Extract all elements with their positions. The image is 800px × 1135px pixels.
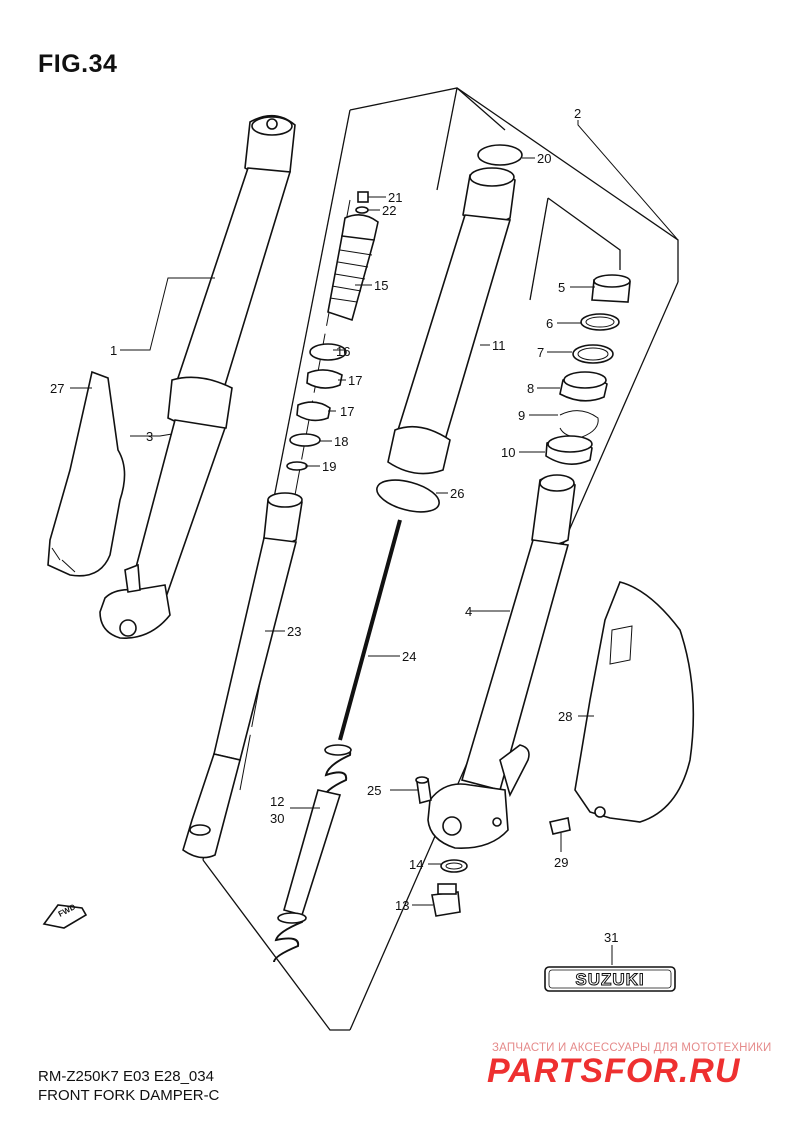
- callout-19: 19: [322, 459, 336, 474]
- callout-9: 9: [518, 408, 525, 423]
- callout-16: 16: [336, 344, 350, 359]
- callout-31: 31: [604, 930, 618, 945]
- suzuki-emblem-text: SUZUKI: [575, 970, 644, 989]
- callout-3: 3: [146, 429, 153, 444]
- callout-13: 13: [395, 898, 409, 913]
- outer-fork-assembly: [99, 114, 296, 639]
- drain-bolts: [415, 776, 468, 917]
- callout-5: 5: [558, 280, 565, 295]
- callout-24: 24: [402, 649, 416, 664]
- oring-and-rod: [338, 479, 440, 741]
- callout-25: 25: [367, 783, 381, 798]
- callout-21: 21: [388, 190, 402, 205]
- callout-15: 15: [374, 278, 388, 293]
- section-name: FRONT FORK DAMPER-C: [38, 1087, 220, 1104]
- callout-1: 1: [110, 343, 117, 358]
- callout-14: 14: [409, 857, 423, 872]
- callout-20: 20: [537, 151, 551, 166]
- callout-4: 4: [465, 604, 472, 619]
- callout-6: 6: [546, 316, 553, 331]
- damper-rings: [286, 343, 347, 471]
- right-fork-guard: [549, 581, 695, 835]
- watermark-tagline: ЗАПЧАСТИ И АКСЕССУАРЫ ДЛЯ МОТОТЕХНИКИ: [492, 1042, 772, 1054]
- damper-cap-assembly: [327, 191, 379, 322]
- callout-17a: 17: [348, 373, 362, 388]
- callout-23: 23: [287, 624, 301, 639]
- callout-7: 7: [537, 345, 544, 360]
- callout-10: 10: [501, 445, 515, 460]
- left-fork-guard: [47, 370, 126, 577]
- inner-fork-tube: [387, 144, 523, 475]
- fork-springs: [273, 744, 352, 963]
- callout-11: 11: [492, 338, 506, 353]
- watermark-logo: PARTSFOR.RU: [487, 1052, 741, 1090]
- callout-27: 27: [50, 381, 64, 396]
- callout-labels: 1 2 3 4 5 6 7 8 9 10 11 12 30 13 14 15 1…: [50, 106, 618, 945]
- seal-bushing-stack: [545, 274, 631, 465]
- callout-29: 29: [554, 855, 568, 870]
- callout-leaders: [70, 120, 679, 965]
- model-code: RM-Z250K7 E03 E28_034: [38, 1068, 214, 1085]
- callout-8: 8: [527, 381, 534, 396]
- axle-bracket-tube: [427, 474, 576, 849]
- damper-cartridge: [182, 492, 303, 859]
- callout-2: 2: [574, 106, 581, 121]
- callout-18: 18: [334, 434, 348, 449]
- callout-28: 28: [558, 709, 572, 724]
- figure-title: FIG.34: [38, 50, 118, 78]
- callout-30: 30: [270, 811, 284, 826]
- callout-22: 22: [382, 203, 396, 218]
- callout-17b: 17: [340, 404, 354, 419]
- callout-12: 12: [270, 794, 284, 809]
- fwd-direction-marker: FWD: [42, 902, 88, 929]
- suzuki-emblem: SUZUKI: [544, 966, 676, 992]
- callout-26: 26: [450, 486, 464, 501]
